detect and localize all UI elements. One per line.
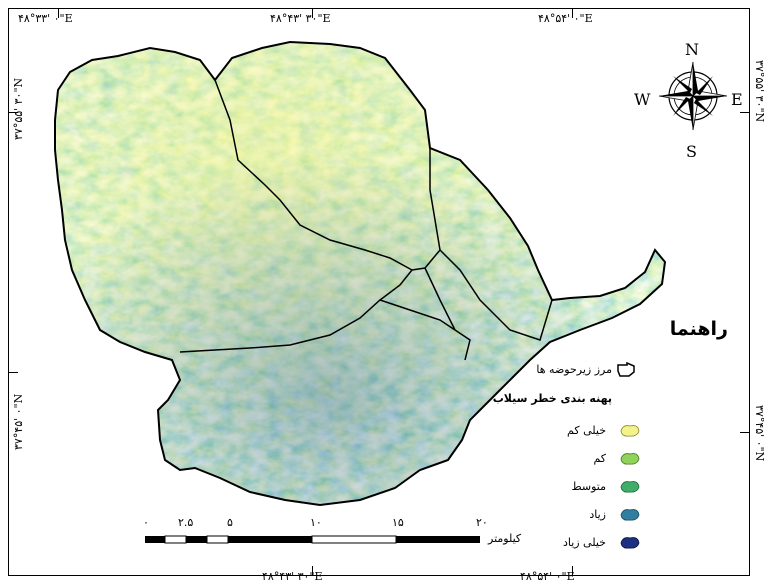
legend-swatch-very-low: [620, 425, 640, 437]
legend-swatch-medium: [620, 481, 640, 493]
tick: [740, 112, 750, 113]
compass-east-label: E: [731, 90, 743, 109]
tick: [572, 566, 573, 576]
compass-north-label: N: [685, 40, 699, 59]
scalebar-label-5: ۵: [227, 516, 233, 529]
legend-label-very-low: خیلی کم: [567, 424, 606, 437]
tick: [58, 8, 59, 18]
legend-label-very-high: خیلی زیاد: [562, 536, 606, 549]
tick: [312, 566, 313, 576]
tick: [8, 372, 18, 373]
coord-bottom-1: ۴۸°۴۳' ۳۰"E: [262, 570, 323, 583]
legend-label-low: کم: [593, 452, 606, 465]
tick: [572, 8, 573, 18]
legend-label-medium: متوسط: [571, 480, 606, 493]
legend-swatch-high: [620, 509, 640, 521]
boundary-swatch-icon: [617, 362, 635, 377]
scalebar-unit: کیلومتر: [488, 532, 522, 545]
compass-south-label: S: [686, 142, 697, 161]
tick: [8, 112, 18, 113]
coord-bottom-2: ۴۸°۵۴' ۰"E: [520, 570, 575, 583]
tick: [312, 8, 313, 18]
north-arrow-icon: [658, 61, 728, 131]
legend-swatch-very-high: [620, 537, 640, 549]
coord-top-2: ۴۸°۴۳' ۳۰"E: [270, 12, 331, 25]
scalebar-label-0: ۰: [143, 516, 149, 529]
legend-label-high: زیاد: [589, 508, 606, 521]
scalebar-label-10: ۱۰: [310, 516, 322, 529]
scalebar: [145, 535, 480, 544]
legend-boundary-label: مرز زیرحوضه ها: [536, 363, 612, 376]
scalebar-label-2-5: ۲.۵: [178, 516, 194, 529]
legend-swatch-low: [620, 453, 640, 465]
legend-title: راهنما: [669, 318, 728, 340]
legend-zoning-title: پهنه بندی خطر سیلاب: [492, 392, 612, 405]
compass-west-label: W: [634, 90, 651, 109]
coord-top-3: ۴۸°۵۴' ۰"E: [538, 12, 593, 25]
scalebar-label-15: ۱۵: [392, 516, 404, 529]
scalebar-label-20: ۲۰: [476, 516, 488, 529]
tick: [740, 432, 750, 433]
